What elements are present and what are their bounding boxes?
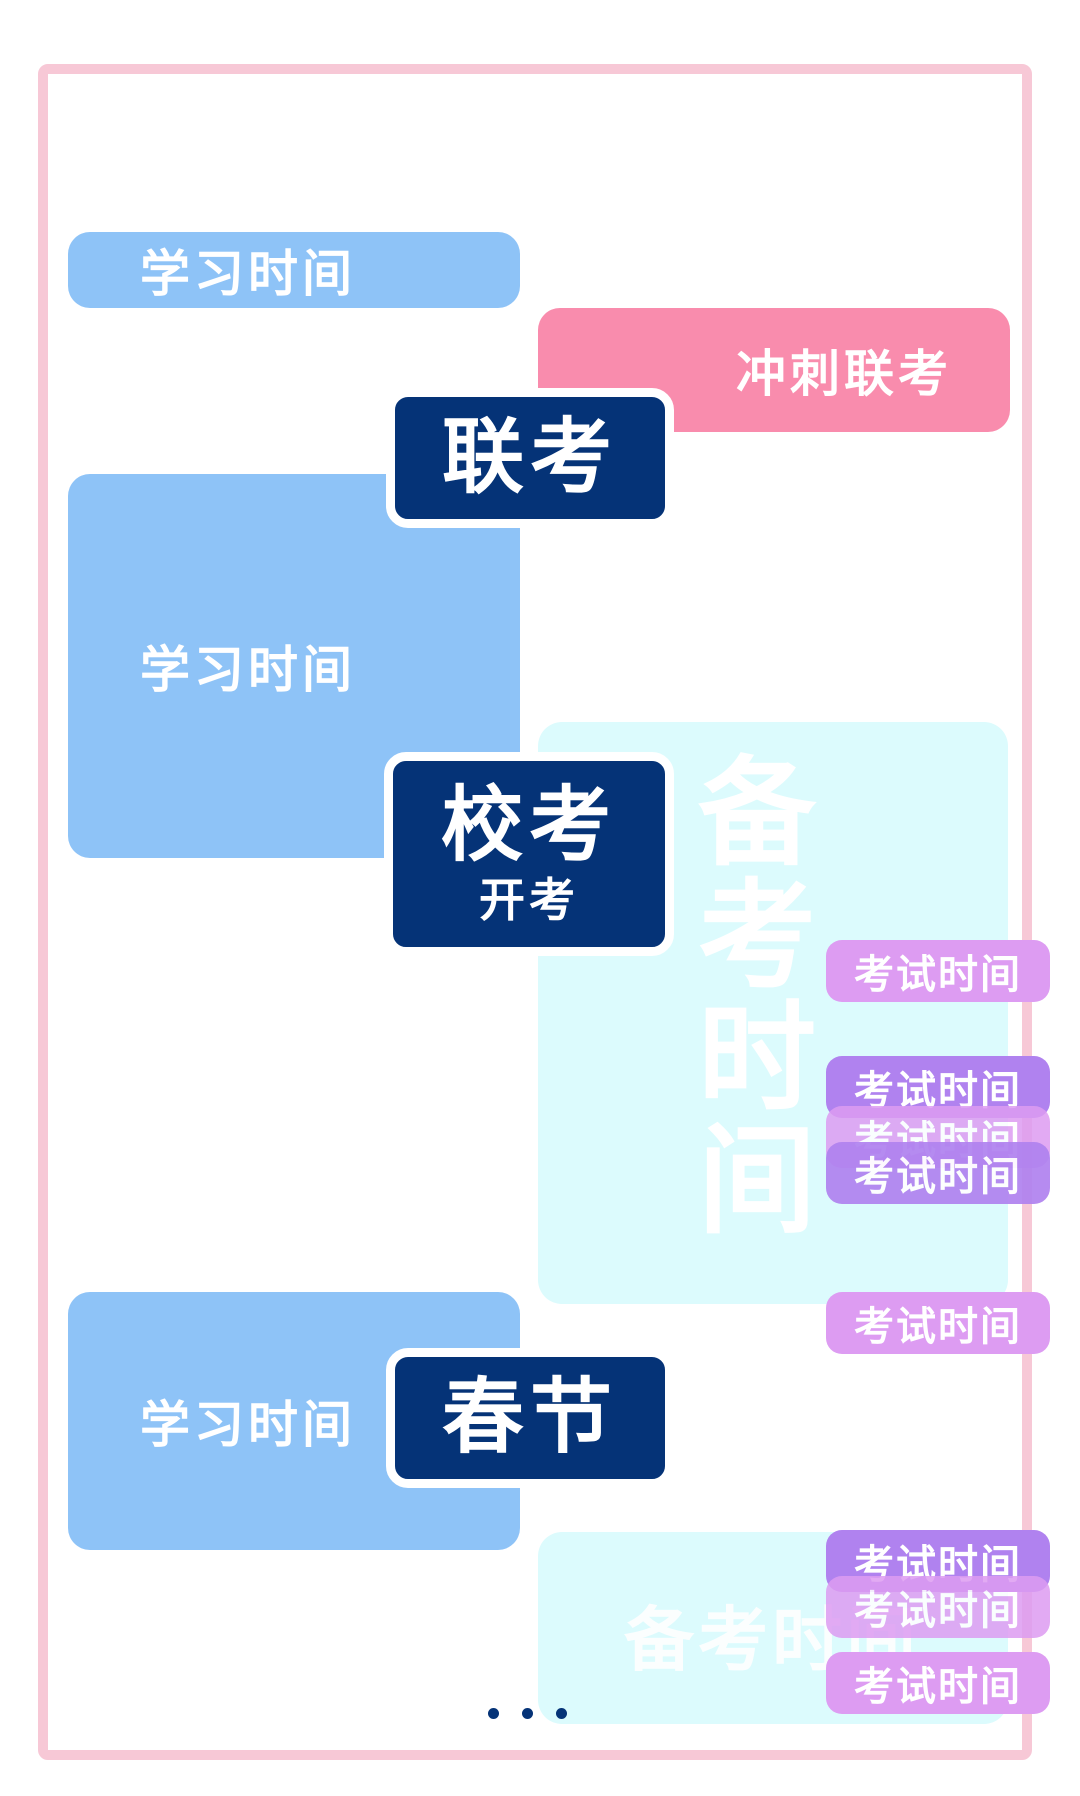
study-block-3-label: 学习时间: [140, 1396, 356, 1454]
prep-vertical-label: 备 考 时 间: [692, 752, 822, 1243]
prep-char-1: 备: [697, 744, 816, 882]
sprint-label: 冲刺联考: [736, 345, 952, 403]
exam-tag-4: 考试时间: [826, 1142, 1050, 1204]
study-block-2-label: 学习时间: [140, 641, 356, 699]
ellipsis-dot-3: [556, 1708, 567, 1719]
ellipsis-dot-1: [488, 1708, 499, 1719]
milestone-chunjie: 春节: [386, 1348, 674, 1488]
study-block-1: 学习时间: [68, 232, 520, 308]
ellipsis-dot-2: [522, 1708, 533, 1719]
sprint-block: 冲刺联考: [538, 308, 1010, 432]
prep-char-2: 考: [697, 866, 816, 1005]
prep-char-3: 时: [697, 989, 816, 1128]
exam-tag-5: 考试时间: [826, 1292, 1050, 1354]
exam-tag-1: 考试时间: [826, 940, 1050, 1002]
milestone-xiaokao: 校考 开考: [384, 752, 674, 956]
milestone-xiaokao-sub: 开考: [479, 873, 579, 927]
exam-tag-7: 考试时间: [826, 1576, 1050, 1638]
milestone-chunjie-label: 春节: [441, 1370, 618, 1465]
milestone-liankao: 联考: [386, 388, 674, 528]
page-frame: [38, 64, 1032, 1760]
milestone-xiaokao-label: 校考: [440, 778, 617, 873]
exam-tag-8: 考试时间: [826, 1652, 1050, 1714]
prep-char-4: 间: [697, 1112, 816, 1251]
study-block-1-label: 学习时间: [140, 245, 356, 303]
milestone-liankao-label: 联考: [441, 410, 618, 505]
